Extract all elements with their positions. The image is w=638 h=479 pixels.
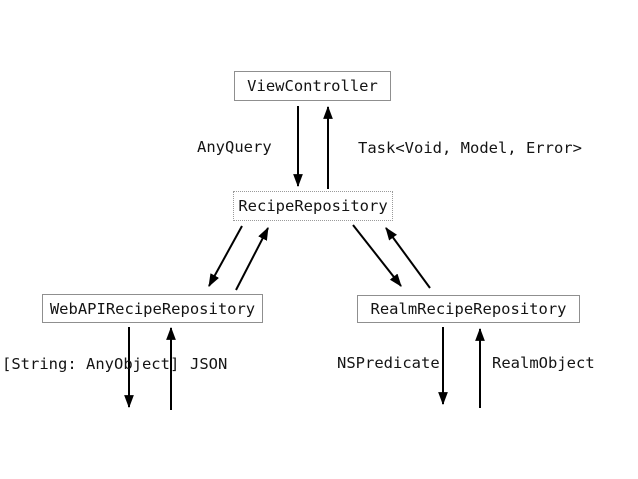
edge-label-task-void-model-error: Task<Void, Model, Error> xyxy=(358,139,582,157)
node-reciperepository: RecipeRepository xyxy=(233,191,393,221)
node-viewcontroller: ViewController xyxy=(234,71,391,101)
node-webapi-recipe-repository: WebAPIRecipeRepository xyxy=(42,294,263,323)
node-realm-recipe-repository: RealmRecipeRepository xyxy=(357,295,580,323)
edge-label-nspredicate: NSPredicate xyxy=(337,354,440,372)
edge-realm-to-reciperepository xyxy=(385,227,431,289)
edge-webapi-to-reciperepository xyxy=(235,227,269,291)
edge-label-string-anyobject: [String: AnyObject] xyxy=(2,355,180,373)
edge-reciperepository-to-webapi xyxy=(208,225,243,287)
edge-label-realmobject: RealmObject xyxy=(492,354,595,372)
edge-reciperepository-to-realm xyxy=(352,224,402,287)
edge-label-json: JSON xyxy=(190,355,228,373)
edge-label-anyquery: AnyQuery xyxy=(197,138,272,156)
